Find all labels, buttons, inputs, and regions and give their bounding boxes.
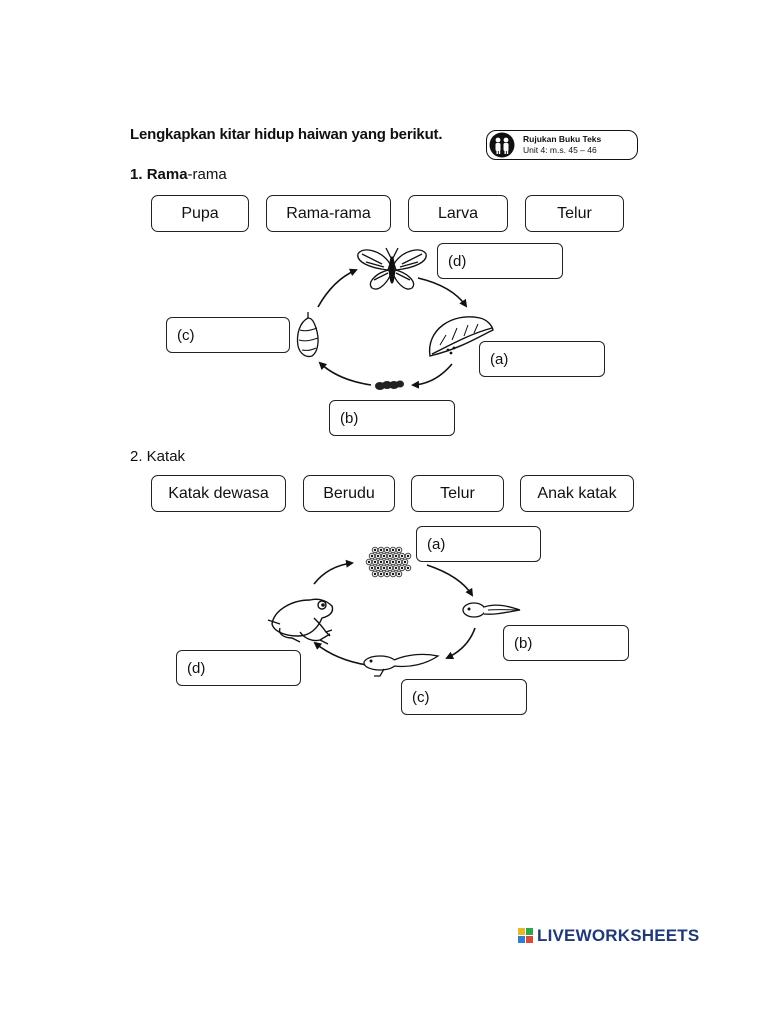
answer-blank-1c[interactable]: (c) xyxy=(166,317,290,353)
section-1-heading: 1. Rama-rama xyxy=(130,166,227,183)
frog-spawn-icon xyxy=(365,546,412,578)
section-1-title-bold: Rama xyxy=(146,166,188,183)
option-anak-katak[interactable]: Anak katak xyxy=(520,475,634,512)
footer-brand: LIVEWORKSHEETS xyxy=(518,925,699,947)
section-2-heading: 2. Katak xyxy=(130,448,186,465)
option-katak-dewasa[interactable]: Katak dewasa xyxy=(151,475,286,512)
liveworksheets-logo-icon xyxy=(518,928,533,943)
caterpillar-icon xyxy=(375,380,404,390)
option-telur-2[interactable]: Telur xyxy=(411,475,504,512)
answer-blank-1d[interactable]: (d) xyxy=(437,243,563,279)
answer-blank-2c[interactable]: (c) xyxy=(401,679,527,715)
section-1-number: 1. xyxy=(130,166,143,183)
butterfly-icon xyxy=(357,247,427,290)
people-icon xyxy=(489,132,515,158)
instruction-title: Lengkapkan kitar hidup haiwan yang berik… xyxy=(130,126,443,143)
reference-line-1: Rujukan Buku Teks xyxy=(523,134,602,144)
section-1-title-rest: -rama xyxy=(187,166,227,183)
answer-blank-2d[interactable]: (d) xyxy=(176,650,301,686)
option-larva[interactable]: Larva xyxy=(408,195,508,232)
answer-blank-1b[interactable]: (b) xyxy=(329,400,455,436)
frog-cycle-arrows xyxy=(313,559,476,666)
froglet-icon xyxy=(363,653,440,677)
answer-blank-2a[interactable]: (a) xyxy=(416,526,541,562)
footer-brand-text: LIVEWORKSHEETS xyxy=(537,926,700,945)
option-rama-rama[interactable]: Rama-rama xyxy=(266,195,391,232)
reference-line-2: Unit 4: m.s. 45 – 46 xyxy=(523,145,597,155)
option-pupa[interactable]: Pupa xyxy=(151,195,249,232)
textbook-reference-box: Rujukan Buku Teks Unit 4: m.s. 45 – 46 xyxy=(486,130,638,160)
answer-blank-2b[interactable]: (b) xyxy=(503,625,629,661)
adult-frog-icon xyxy=(267,598,334,645)
chrysalis-icon xyxy=(296,312,319,358)
option-telur-1[interactable]: Telur xyxy=(525,195,624,232)
answer-blank-1a[interactable]: (a) xyxy=(479,341,605,377)
tadpole-icon xyxy=(462,602,521,618)
leaf-eggs-icon xyxy=(428,316,494,357)
butterfly-cycle-arrows xyxy=(317,268,468,389)
option-berudu[interactable]: Berudu xyxy=(303,475,395,512)
